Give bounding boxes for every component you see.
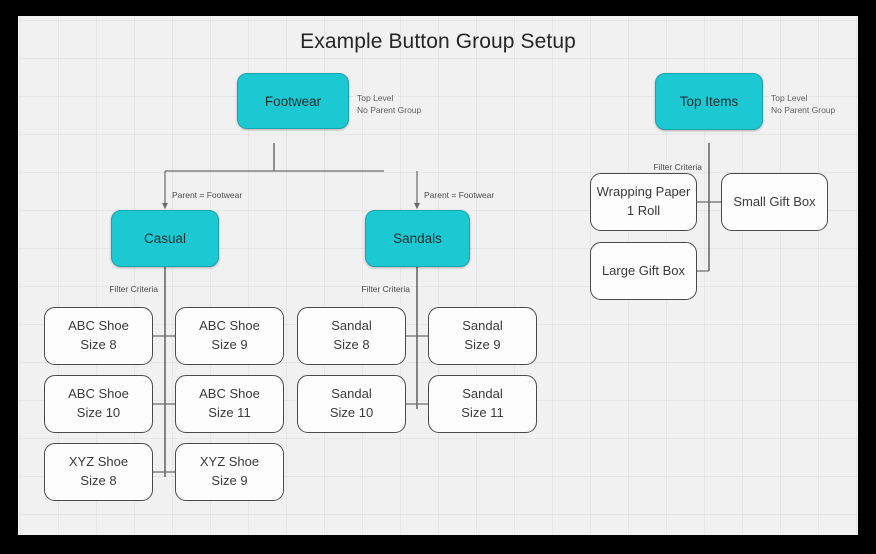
list-item-line2: 1 Roll: [626, 203, 661, 218]
list-item-line1: ABC Shoe: [68, 318, 129, 334]
list-item-line1: Small Gift Box: [733, 193, 816, 209]
edge-label-sandals-parent: Parent = Footwear: [424, 190, 495, 200]
list-item[interactable]: ABC Shoe Size 11: [175, 375, 284, 433]
list-item-line1: ABC Shoe: [68, 386, 129, 402]
group-node-top-items-label: Top Items: [679, 94, 739, 109]
edge-label-filter-criteria-sandals: Filter Criteria: [361, 284, 410, 294]
list-item[interactable]: ABC Shoe Size 10: [44, 375, 153, 433]
list-item[interactable]: Small Gift Box: [721, 173, 828, 231]
list-item-line1: ABC Shoe: [199, 318, 260, 334]
group-node-casual-label: Casual: [143, 231, 187, 246]
list-item-line1: Sandal: [331, 386, 372, 402]
list-item-line2: Size 11: [208, 405, 251, 420]
list-item-line2: Size 9: [211, 473, 248, 488]
group-node-footwear-label: Footwear: [264, 93, 322, 109]
group-node-footwear[interactable]: Footwear: [237, 73, 349, 129]
group-node-casual[interactable]: Casual: [111, 210, 219, 267]
list-item-line2: Size 9: [464, 337, 501, 352]
group-node-sandals-label: Sandals: [393, 231, 442, 246]
edge-label-filter-criteria-casual: Filter Criteria: [109, 284, 158, 294]
list-item-line1: Large Gift Box: [601, 262, 686, 278]
diagram-canvas[interactable]: Example Button Group Setup Footwear Top …: [18, 16, 858, 535]
list-item[interactable]: XYZ Shoe Size 9: [175, 443, 284, 501]
list-item-line1: XYZ Shoe: [68, 454, 129, 470]
list-item-line2: Size 9: [211, 337, 248, 352]
list-item-line2: Size 8: [333, 337, 370, 352]
list-item-line2: Size 8: [80, 473, 117, 488]
list-item-line1: XYZ Shoe: [199, 454, 260, 470]
list-item-line1: Wrapping Paper: [596, 184, 691, 200]
connector-edges: [152, 143, 722, 477]
list-item[interactable]: Large Gift Box: [590, 242, 697, 300]
annotation-top-items: Top Level No Parent Group: [771, 93, 836, 116]
list-item[interactable]: Sandal Size 8: [297, 307, 406, 365]
group-node-top-items[interactable]: Top Items: [655, 73, 763, 130]
list-item-line2: Size 10: [329, 405, 374, 420]
list-item-line1: Sandal: [462, 318, 503, 334]
list-item-line1: Sandal: [331, 318, 372, 334]
list-item-line1: ABC Shoe: [199, 386, 260, 402]
list-item[interactable]: ABC Shoe Size 8: [44, 307, 153, 365]
list-item[interactable]: Sandal Size 11: [428, 375, 537, 433]
list-item-line2: Size 10: [76, 405, 121, 420]
list-item[interactable]: Wrapping Paper 1 Roll: [590, 173, 697, 231]
list-item[interactable]: XYZ Shoe Size 8: [44, 443, 153, 501]
annotation-footwear: Top Level No Parent Group: [357, 93, 422, 116]
edge-label-casual-parent: Parent = Footwear: [172, 190, 243, 200]
edge-label-filter-criteria-top-items: Filter Criteria: [653, 162, 702, 172]
list-item[interactable]: Sandal Size 9: [428, 307, 537, 365]
list-item-line2: Size 11: [461, 405, 504, 420]
list-item-line2: Size 8: [80, 337, 117, 352]
list-item[interactable]: ABC Shoe Size 9: [175, 307, 284, 365]
page-title: Example Button Group Setup: [300, 30, 576, 53]
group-node-sandals[interactable]: Sandals: [365, 210, 470, 267]
list-item-line1: Sandal: [462, 386, 503, 402]
list-item[interactable]: Sandal Size 10: [297, 375, 406, 433]
